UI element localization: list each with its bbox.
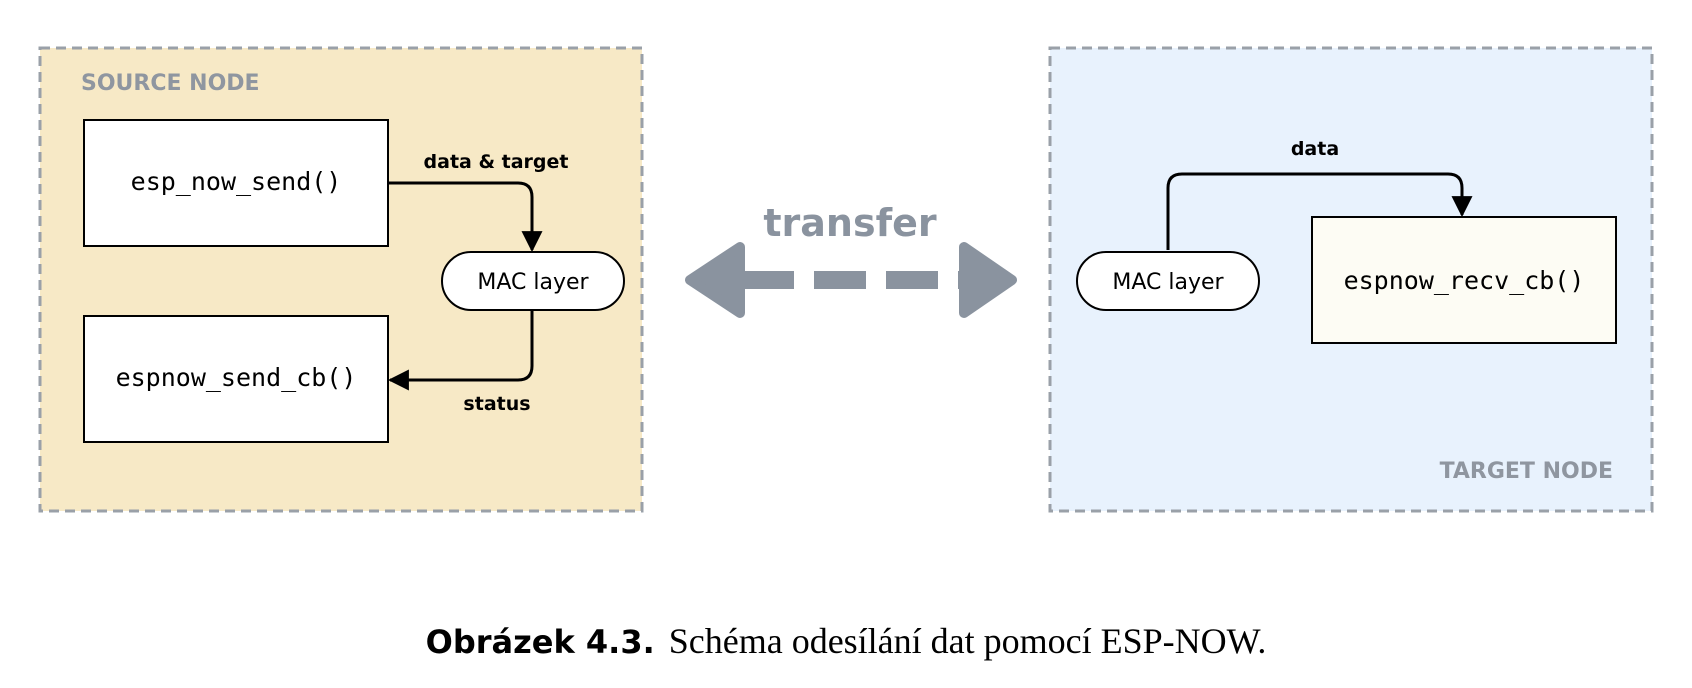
transfer-label: transfer <box>763 201 937 245</box>
figure-caption-text: Schéma odesílání dat pomocí ESP-NOW. <box>668 621 1267 661</box>
status-arrow <box>387 310 534 391</box>
status-label: status <box>463 393 530 415</box>
esp-now-send-label: esp_now_send() <box>131 167 342 196</box>
target-node-panel: TARGET NODE MAC layer espnow_recv_cb() d… <box>1048 46 1654 513</box>
figure-caption: Obrázek 4.3. Schéma odesílání dat pomocí … <box>0 620 1692 662</box>
transfer-arrowhead-left <box>685 242 745 318</box>
source-mac-layer-label: MAC layer <box>477 270 589 295</box>
espnow-send-cb-label: espnow_send_cb() <box>116 363 357 392</box>
data-target-label: data & target <box>424 151 569 173</box>
data-target-arrow <box>388 181 543 253</box>
transfer-arrow: transfer <box>685 201 1017 318</box>
espnow-send-cb-box <box>83 315 389 443</box>
target-mac-layer-box <box>1076 251 1260 311</box>
target-node-title: TARGET NODE <box>1440 459 1613 484</box>
target-mac-layer-label: MAC layer <box>1112 270 1224 295</box>
esp-now-send-box <box>83 119 389 247</box>
figure-caption-label: Obrázek 4.3. <box>425 623 655 661</box>
source-node-title: SOURCE NODE <box>81 71 260 96</box>
data-arrow <box>1166 172 1473 250</box>
espnow-diagram: SOURCE NODE esp_now_send() espnow_send_c… <box>38 46 1654 513</box>
data-label: data <box>1291 138 1339 160</box>
transfer-arrowhead-right <box>959 242 1017 318</box>
source-node-panel: SOURCE NODE esp_now_send() espnow_send_c… <box>38 46 644 513</box>
espnow-recv-cb-label: espnow_recv_cb() <box>1344 266 1585 295</box>
